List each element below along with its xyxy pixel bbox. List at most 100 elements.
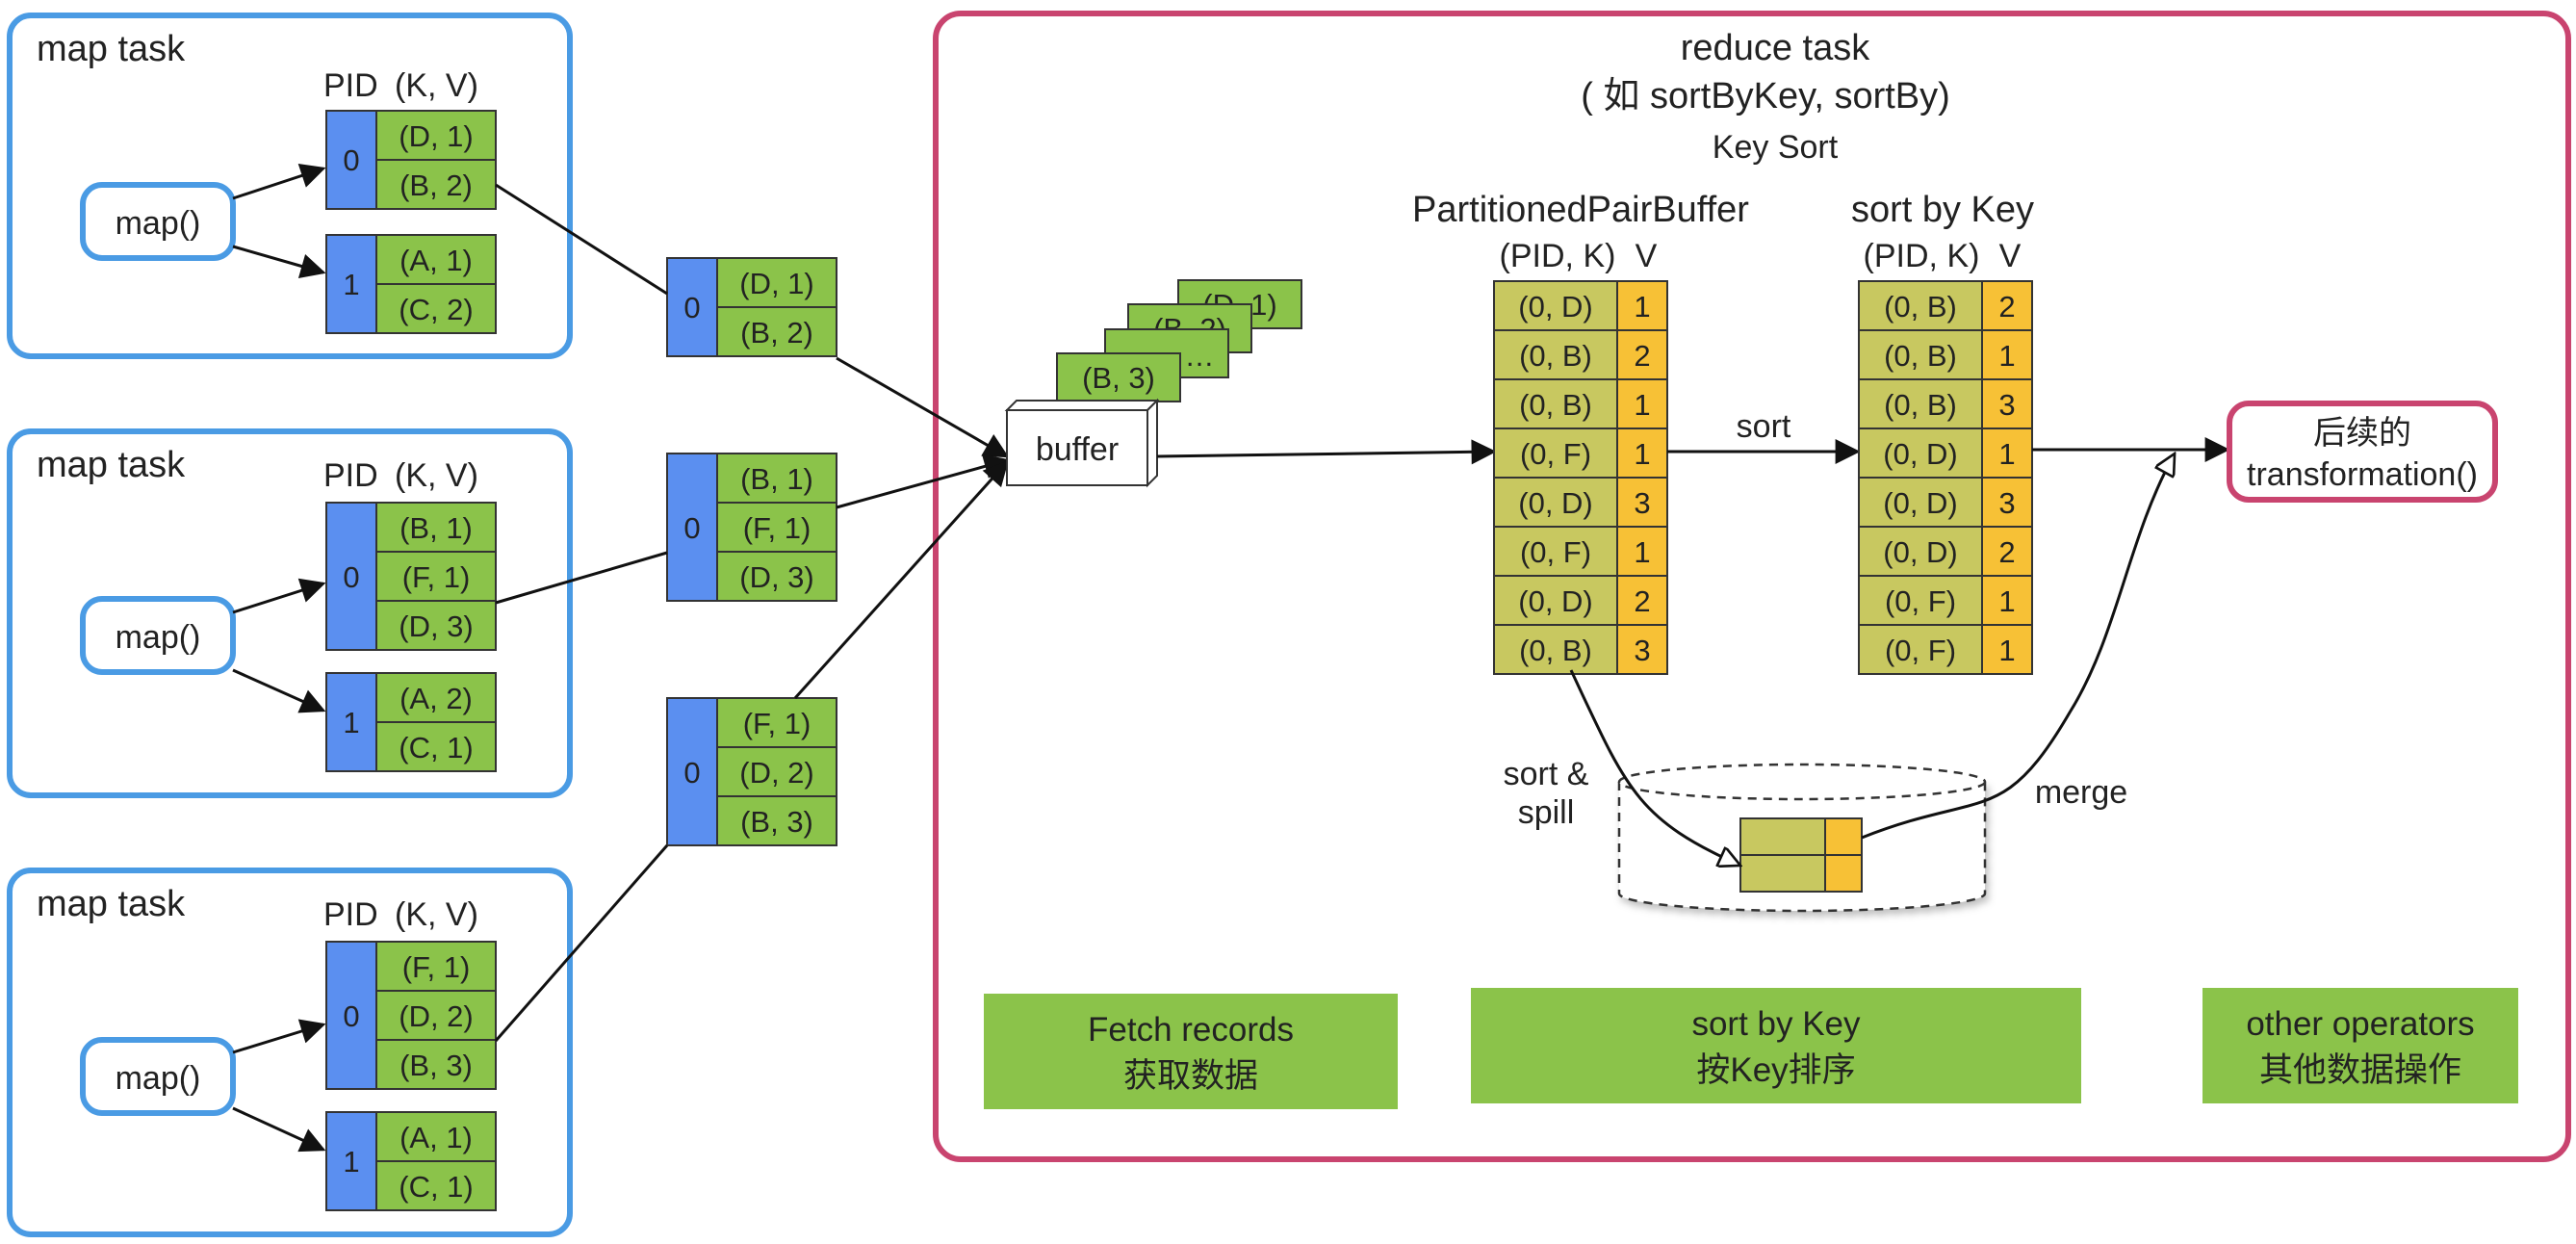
record-cell	[375, 941, 497, 992]
fetch-arrow	[793, 460, 1009, 700]
key-cell	[1858, 624, 1983, 675]
value-text: 3	[1634, 634, 1650, 667]
disk-top	[1617, 763, 1987, 801]
key-text: (0, D)	[1518, 584, 1593, 618]
shuffle-connectors	[494, 183, 669, 1042]
value-text: 1	[1998, 437, 2015, 471]
value-text: 3	[1998, 486, 2015, 520]
sort-spill-curve	[1569, 669, 1739, 865]
pid-label: 1	[343, 706, 359, 739]
value-cell	[1616, 378, 1668, 429]
record-text: (F, 1)	[402, 560, 471, 594]
reduce-task-frame	[933, 11, 2571, 1162]
pid-label: 0	[683, 511, 700, 545]
map-task-2: map task PID (K, V) map() 0 (B, 1) (F, 1…	[7, 428, 573, 798]
sorted-header-key: (PID, K)	[1864, 238, 1980, 274]
value-cell	[1616, 575, 1668, 626]
map-output-arrow	[232, 245, 326, 279]
value-text: 1	[1998, 634, 2015, 667]
map-task-frame	[7, 428, 573, 798]
buffer-top-face	[1004, 400, 1160, 411]
record-text: (B, 3)	[740, 805, 813, 839]
ppb-rows: (0, D)1(0, B)2(0, B)1(0, F)1(0, D)3(0, F…	[1493, 280, 1668, 675]
next-transformation-box: 后续的 transformation()	[2227, 401, 2498, 503]
map-output-arrow	[232, 1106, 326, 1153]
key-text: (0, F)	[1885, 584, 1956, 618]
key-text: (0, B)	[1519, 634, 1592, 667]
kv-header: (K, V)	[395, 896, 478, 933]
value-cell	[1981, 428, 2033, 479]
fetch-arrows	[793, 356, 1010, 700]
banner-box	[1471, 988, 2081, 1103]
map-func-label: map()	[116, 1060, 201, 1097]
value-cell	[1981, 477, 2033, 528]
pid-label: 1	[343, 1145, 359, 1179]
sorted-header-val: V	[1999, 238, 2022, 274]
map-func-box	[80, 596, 236, 675]
map-task-3: map task PID (K, V) map() 0 (F, 1) (D, 2…	[7, 868, 573, 1237]
key-cell	[1493, 526, 1618, 577]
value-cell	[1616, 526, 1668, 577]
ppb-title: PartitionedPairBuffer	[1412, 190, 1749, 230]
value-text: 1	[1998, 339, 2015, 373]
key-text: (0, D)	[1518, 290, 1593, 324]
spill-label-line1: sort &	[1504, 756, 1589, 792]
record-cell	[375, 1111, 497, 1162]
value-cell	[1616, 624, 1668, 675]
banner-box	[2202, 988, 2518, 1103]
key-text: (0, B)	[1519, 339, 1592, 373]
pid-cell	[325, 941, 377, 1090]
key-text: (0, D)	[1518, 486, 1593, 520]
record-cell	[716, 551, 837, 602]
record-cell	[375, 283, 497, 334]
pid-label: 1	[343, 268, 359, 301]
sorted-title: sort by Key	[1851, 190, 2034, 230]
map-task-1: map task PID (K, V) map() 0 (D, 1) (B, 2…	[7, 13, 573, 359]
shuffle-connector	[494, 844, 669, 1042]
buffer-front-face	[1006, 409, 1148, 486]
banner-line2: 按Key排序	[1696, 1051, 1855, 1089]
map-func-label: map()	[116, 205, 201, 242]
record-text: (C, 1)	[399, 1170, 474, 1204]
value-text: 2	[1634, 339, 1650, 373]
record-cell	[375, 234, 497, 285]
record-text: (D, 2)	[399, 999, 474, 1033]
record-text: (F, 1)	[402, 950, 471, 984]
record-text: (D, 3)	[739, 560, 814, 594]
stack-card-text: (B, 3)	[1082, 361, 1155, 395]
record-cell	[716, 306, 837, 357]
record-text: (D, 3)	[399, 609, 474, 643]
banner-line1: other operators	[2246, 1005, 2474, 1043]
map-func-label: map()	[116, 619, 201, 656]
value-text: 1	[1634, 437, 1650, 471]
map-output-arrow	[232, 578, 326, 614]
key-text: (0, B)	[1884, 290, 1957, 324]
banner-sort: sort by Key 按Key排序	[1471, 988, 2081, 1103]
spill-disk	[1617, 763, 1987, 913]
banner-line2: 其他数据操作	[2259, 1051, 2461, 1089]
map-task-title: map task	[37, 445, 186, 485]
merge-label: merge	[2035, 774, 2127, 811]
record-text: (A, 1)	[399, 1121, 473, 1154]
map-output-arrow	[232, 1019, 326, 1054]
record-text: (D, 1)	[739, 267, 814, 300]
record-text: (F, 1)	[743, 707, 811, 740]
ppb-header-val: V	[1636, 238, 1658, 274]
shuffled-block-2: 0 (B, 1) (F, 1) (D, 3)	[666, 453, 837, 602]
pid-cell	[666, 453, 718, 602]
ppb-header-key: (PID, K)	[1500, 238, 1616, 274]
fetch-arrow	[836, 454, 1010, 509]
record-stack: (D, 1) (B, 2) … (B, 3)	[1056, 279, 1302, 402]
key-text: (0, D)	[1883, 535, 1958, 569]
record-cell	[375, 672, 497, 723]
record-cell	[716, 453, 837, 504]
record-text: (B, 1)	[399, 511, 473, 545]
key-text: (0, B)	[1884, 339, 1957, 373]
merge-curve	[1861, 455, 2174, 840]
key-text: (0, F)	[1885, 634, 1956, 667]
value-cell	[1981, 280, 2033, 331]
map-output-arrow	[232, 668, 326, 713]
map-func-box	[80, 182, 236, 261]
key-text: (0, B)	[1884, 388, 1957, 422]
